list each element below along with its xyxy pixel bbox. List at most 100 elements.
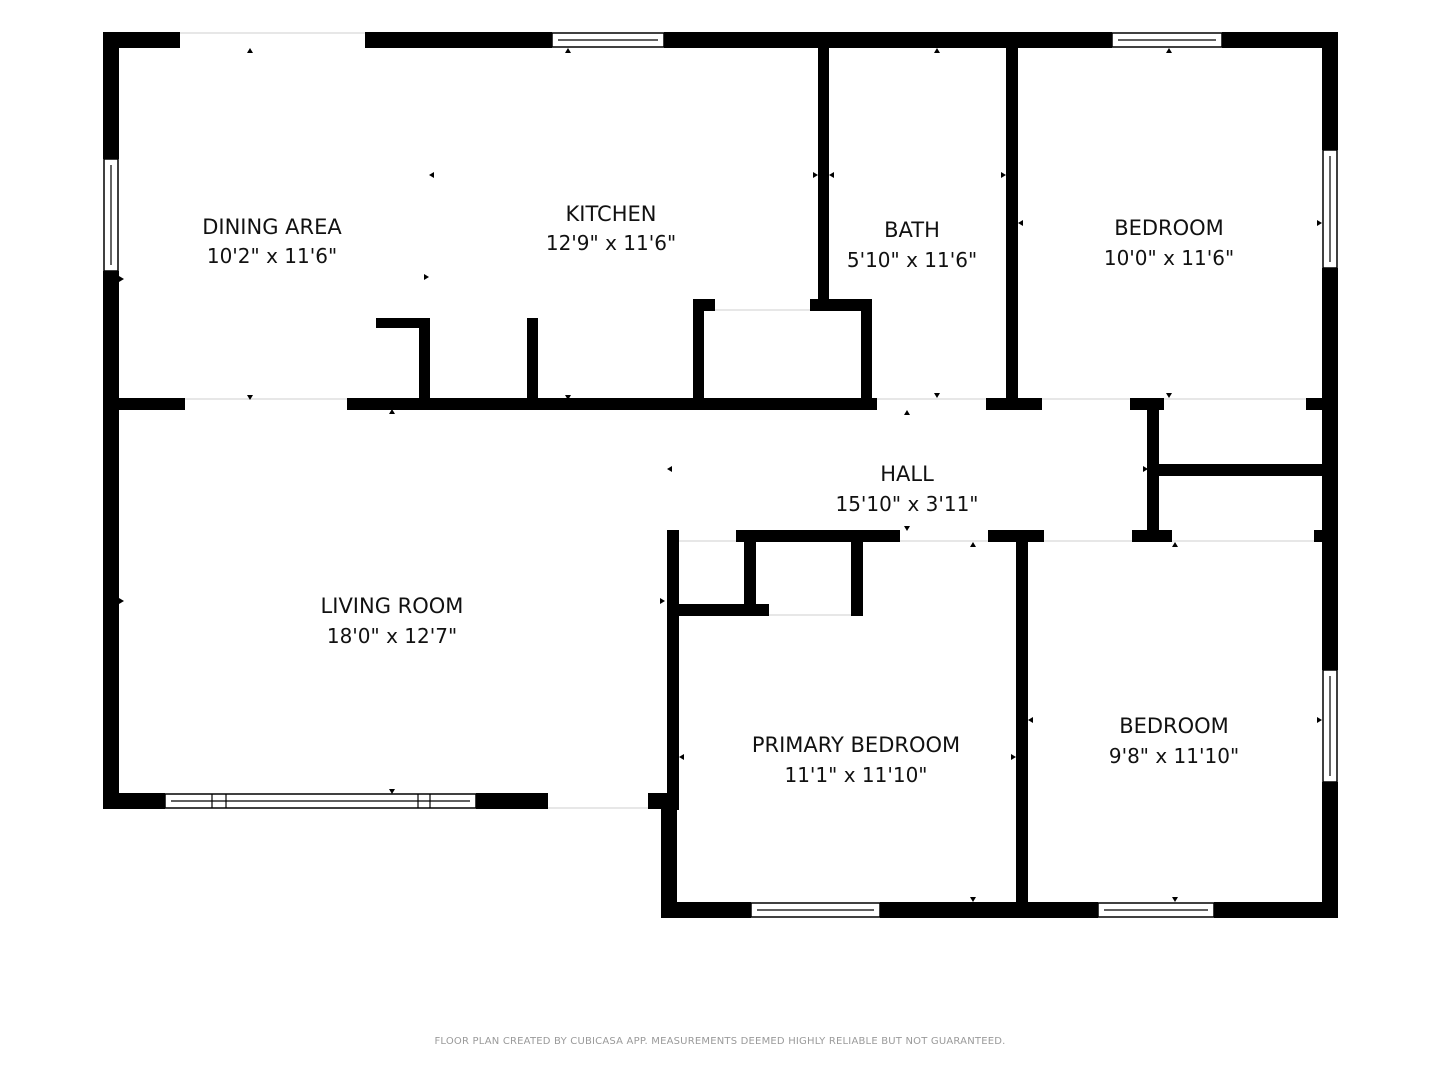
- wall-right-c: [1322, 782, 1338, 918]
- window-bedroom-ne-right: [1322, 149, 1338, 269]
- marker-icon: [429, 172, 434, 178]
- marker-icon: [247, 48, 253, 53]
- room-name: KITCHEN: [566, 202, 657, 226]
- window-dining-left: [103, 158, 119, 272]
- wall-pcloset-v1: [744, 536, 756, 612]
- marker-icon: [904, 526, 910, 531]
- wall-top-mid-b: [664, 32, 1112, 48]
- wall-bath-left: [818, 40, 829, 305]
- room-dimensions: 5'10" x 11'6": [847, 248, 977, 272]
- wall-bottom-b: [880, 902, 1098, 918]
- room-dimensions: 10'0" x 11'6": [1104, 246, 1234, 270]
- wall-int-h2-b: [736, 530, 900, 542]
- room-dimensions: 12'9" x 11'6": [546, 231, 676, 255]
- wall-bottom-c: [1214, 902, 1338, 918]
- wall-primary-left: [661, 793, 677, 918]
- marker-icon: [1172, 897, 1178, 902]
- window-primary-bottom: [750, 902, 881, 918]
- window-bedroom-se-right: [1322, 669, 1338, 783]
- wall-left-a: [103, 32, 119, 159]
- room-dimensions: 10'2" x 11'6": [207, 244, 337, 268]
- room-dining-area: DINING AREA 10'2" x 11'6": [202, 215, 342, 268]
- wall-int-h1-a: [103, 398, 185, 410]
- room-dimensions: 15'10" x 3'11": [835, 492, 978, 516]
- window-bedroom-ne-top: [1111, 32, 1223, 48]
- wall-kitchen-stub-h: [376, 318, 430, 328]
- marker-icon: [667, 466, 672, 472]
- wall-living-primary: [667, 530, 679, 810]
- wall-pcloset-bottom-l: [667, 604, 769, 616]
- marker-icon: [1143, 466, 1148, 472]
- wall-int-h1-b: [347, 398, 877, 410]
- walls: [103, 32, 1338, 918]
- marker-icon: [1166, 48, 1172, 53]
- marker-icon: [970, 897, 976, 902]
- marker-icon: [1001, 172, 1006, 178]
- measurement-markers: [119, 48, 1322, 902]
- window-living-bottom: [164, 793, 477, 809]
- wall-hall-closet-h: [1147, 464, 1338, 476]
- marker-icon: [679, 754, 684, 760]
- marker-icon: [565, 395, 571, 400]
- marker-icon: [660, 598, 665, 604]
- window-kitchen-top: [551, 32, 665, 48]
- marker-icon: [1317, 220, 1322, 226]
- marker-icon: [1172, 542, 1178, 547]
- room-kitchen: KITCHEN 12'9" x 11'6": [546, 202, 676, 255]
- marker-icon: [119, 598, 124, 604]
- marker-icon: [119, 276, 124, 282]
- wall-int-h1-e: [1306, 398, 1338, 410]
- marker-icon: [829, 172, 834, 178]
- room-bedroom-se: BEDROOM 9'8" x 11'10": [1109, 714, 1239, 768]
- marker-icon: [389, 409, 395, 414]
- marker-icon: [424, 274, 429, 280]
- wall-pcloset-v2: [851, 536, 863, 616]
- marker-icon: [1166, 393, 1172, 398]
- wall-living-bottom-a: [103, 793, 165, 809]
- room-name: DINING AREA: [202, 215, 342, 239]
- wall-kitchen-stub-v2: [527, 318, 538, 406]
- wall-right-a: [1322, 32, 1338, 150]
- marker-icon: [565, 48, 571, 53]
- room-name: PRIMARY BEDROOM: [752, 733, 960, 757]
- wall-top-mid-a: [365, 32, 552, 48]
- room-name: BATH: [884, 218, 940, 242]
- room-name: BEDROOM: [1119, 714, 1229, 738]
- wall-int-h2-e: [1314, 530, 1338, 542]
- marker-icon: [1317, 717, 1322, 723]
- wall-top-right: [1222, 32, 1338, 48]
- wall-primary-bedroom: [1016, 536, 1028, 918]
- marker-icon: [1011, 754, 1016, 760]
- room-bedroom-ne: BEDROOM 10'0" x 11'6": [1104, 216, 1234, 270]
- wall-top-left: [103, 32, 180, 48]
- marker-icon: [934, 393, 940, 398]
- wall-pcloset-bottom-r: [851, 604, 863, 616]
- room-name: LIVING ROOM: [321, 594, 464, 618]
- room-living-room: LIVING ROOM 18'0" x 12'7": [321, 594, 464, 648]
- windows: [103, 32, 1338, 918]
- marker-icon: [389, 789, 395, 794]
- marker-icon: [970, 542, 976, 547]
- marker-icon: [1028, 717, 1033, 723]
- room-dimensions: 18'0" x 12'7": [327, 624, 457, 648]
- room-dimensions: 9'8" x 11'10": [1109, 744, 1239, 768]
- wall-kitchen-stub-v1: [419, 318, 430, 406]
- room-hall: HALL 15'10" x 3'11": [835, 462, 978, 516]
- room-bath: BATH 5'10" x 11'6": [847, 218, 977, 272]
- wall-left-b: [103, 271, 119, 809]
- room-dimensions: 11'1" x 11'10": [784, 763, 927, 787]
- wall-living-bottom-b: [476, 793, 548, 809]
- openings: [180, 32, 1314, 809]
- wall-bath-right: [1006, 40, 1018, 410]
- wall-closet-right: [861, 299, 872, 406]
- room-name: HALL: [880, 462, 934, 486]
- marker-icon: [934, 48, 940, 53]
- room-name: BEDROOM: [1114, 216, 1224, 240]
- wall-int-h2-d: [1132, 530, 1172, 542]
- wall-bottom-a: [661, 902, 751, 918]
- marker-icon: [904, 410, 910, 415]
- marker-icon: [813, 172, 818, 178]
- window-bedroom-se-bottom: [1097, 902, 1215, 918]
- marker-icon: [1018, 220, 1023, 226]
- room-primary-bedroom: PRIMARY BEDROOM 11'1" x 11'10": [752, 733, 960, 787]
